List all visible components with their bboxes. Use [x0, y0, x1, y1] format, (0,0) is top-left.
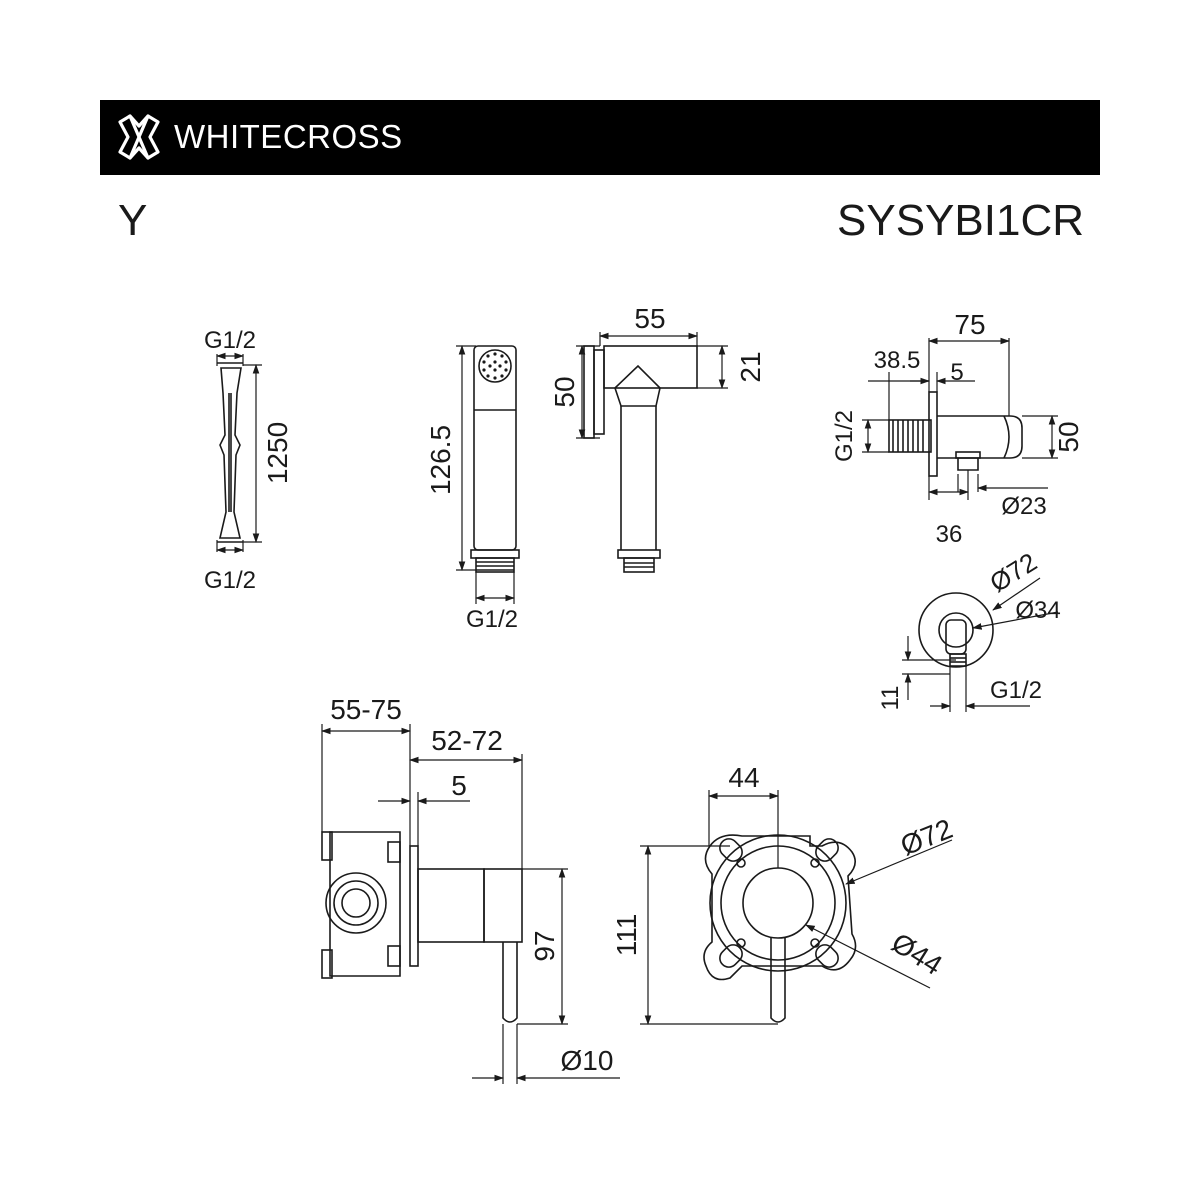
brand-name: WHITECROSS	[174, 118, 403, 155]
hand-spray-front-dimensions	[576, 332, 728, 439]
hose-length-label: 1250	[262, 422, 293, 484]
hose-thread-top-label: G1/2	[204, 327, 256, 354]
hose-dimensions	[216, 352, 262, 554]
elbow-offset-label: 38.5	[874, 347, 921, 374]
hand-spray-width-label: 55	[634, 303, 665, 334]
cross-knot-logo-icon	[118, 114, 160, 160]
wall-elbow-front-drawing	[918, 592, 994, 668]
mixer-projection-label: 52-72	[431, 725, 503, 756]
hand-spray-length-label: 126.5	[425, 425, 456, 495]
wall-elbow-side-dimensions	[862, 337, 1058, 500]
hand-spray-dimensions	[456, 345, 515, 604]
elbow-outlet-diameter-label: Ø23	[1001, 493, 1046, 520]
elbow-front-thread-label: G1/2	[990, 677, 1042, 704]
mixer-front-dimensions	[640, 790, 953, 1025]
wall-elbow-front-dimensions	[902, 577, 1059, 712]
hand-spray-head-label: 21	[735, 351, 766, 382]
mixer-plate-diameter-label: Ø72	[896, 813, 957, 862]
mixer-body-diameter-label: Ø44	[886, 927, 947, 981]
elbow-body-diameter-label: Ø34	[1015, 597, 1060, 624]
hand-spray-drawing	[470, 345, 520, 573]
elbow-flange-label: 5	[950, 359, 963, 386]
mixer-install-depth-label: 55-75	[330, 694, 402, 725]
elbow-height-label: 50	[1053, 421, 1084, 452]
elbow-depth-label: 75	[954, 309, 985, 340]
mixer-body-width-label: 44	[728, 762, 759, 793]
spray-nozzle-holes	[482, 352, 508, 380]
elbow-plate-diameter-label: Ø72	[984, 547, 1042, 598]
mixer-height-label: 97	[529, 930, 560, 961]
mixer-side-dimensions	[321, 724, 620, 1084]
mixer-total-height-label: 111	[611, 914, 642, 957]
wall-elbow-side-drawing	[888, 391, 1023, 477]
mixer-front-drawing	[703, 834, 857, 1023]
hose-thread-bottom-label: G1/2	[204, 567, 256, 594]
model-number: SYSYBI1CR	[837, 196, 1084, 245]
elbow-outlet-distance-label: 36	[936, 521, 963, 548]
shower-hose-drawing	[217, 362, 243, 543]
hand-spray-holder-height-label: 50	[549, 376, 580, 407]
elbow-front-offset-label: 11	[877, 686, 904, 711]
hand-spray-front-drawing	[583, 345, 698, 573]
series-label: Y	[118, 196, 148, 245]
brand-banner: WHITECROSS	[100, 100, 1100, 175]
mixer-lever-diameter-label: Ø10	[561, 1045, 614, 1076]
hand-spray-thread-label: G1/2	[466, 606, 518, 633]
mixer-flange-label: 5	[451, 770, 467, 801]
elbow-thread-label: G1/2	[831, 410, 858, 462]
mixer-side-drawing	[321, 831, 523, 1023]
